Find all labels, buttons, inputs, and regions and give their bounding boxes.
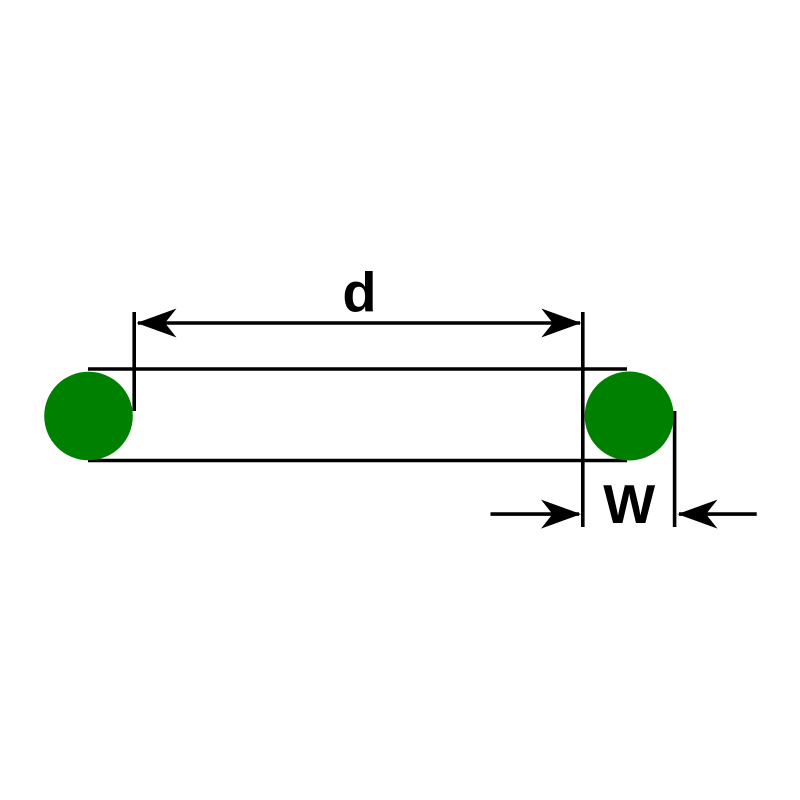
- svg-text:W: W: [603, 473, 655, 535]
- svg-text:d: d: [342, 261, 376, 324]
